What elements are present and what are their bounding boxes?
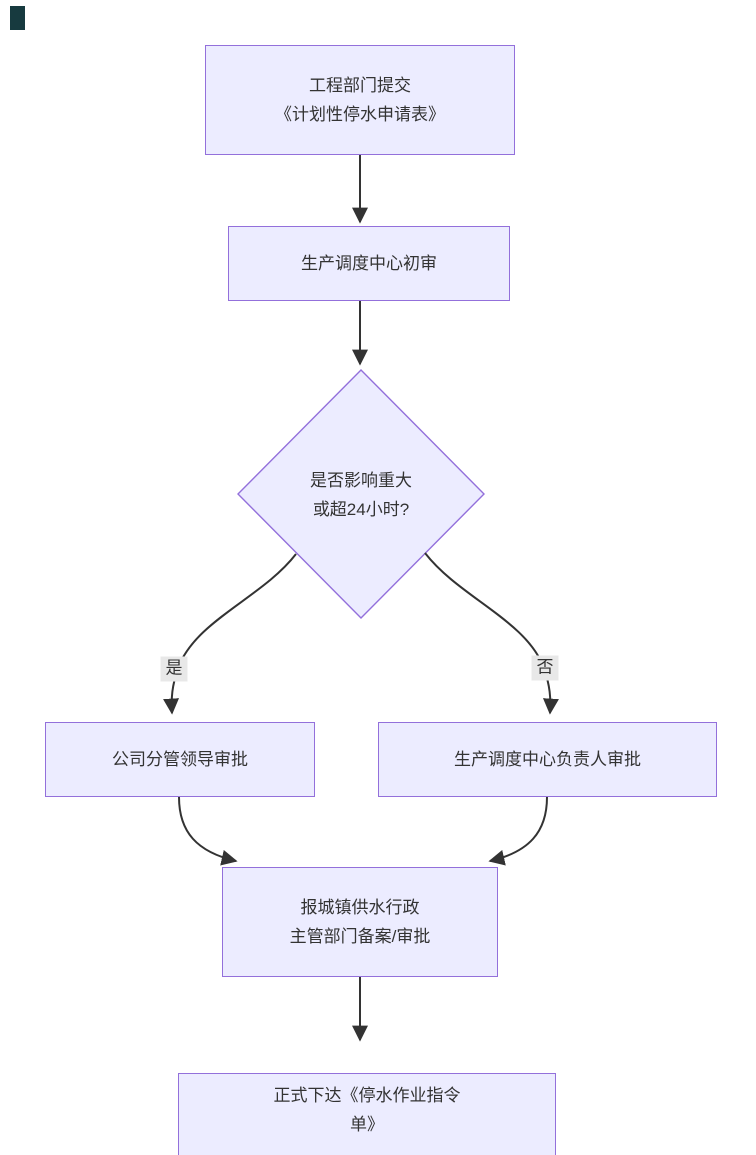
edge-label-no: 否 — [531, 655, 559, 681]
flow-node-submit: 工程部门提交 《计划性停水申请表》 — [205, 45, 515, 155]
corner-mark — [10, 6, 25, 30]
flow-node-initial-review: 生产调度中心初审 — [228, 226, 510, 301]
flow-node-gov-filing: 报城镇供水行政 主管部门备案/审批 — [222, 867, 498, 977]
edge-decision-yes — [163, 553, 297, 715]
decision-diamond-shape — [237, 369, 485, 619]
flow-node-issue-order: 正式下达《停水作业指令 单》 — [178, 1073, 556, 1155]
flow-node-center-head-approval: 生产调度中心负责人审批 — [378, 722, 717, 797]
edge-decision-no — [424, 552, 559, 715]
edge-center-head-to-gov — [488, 796, 548, 866]
edge-leader-to-gov — [178, 796, 238, 866]
edge-label-yes: 是 — [160, 656, 188, 682]
flow-node-leader-approval: 公司分管领导审批 — [45, 722, 315, 797]
flow-node-decision-label: 是否影响重大 或超24小时? — [310, 471, 412, 519]
